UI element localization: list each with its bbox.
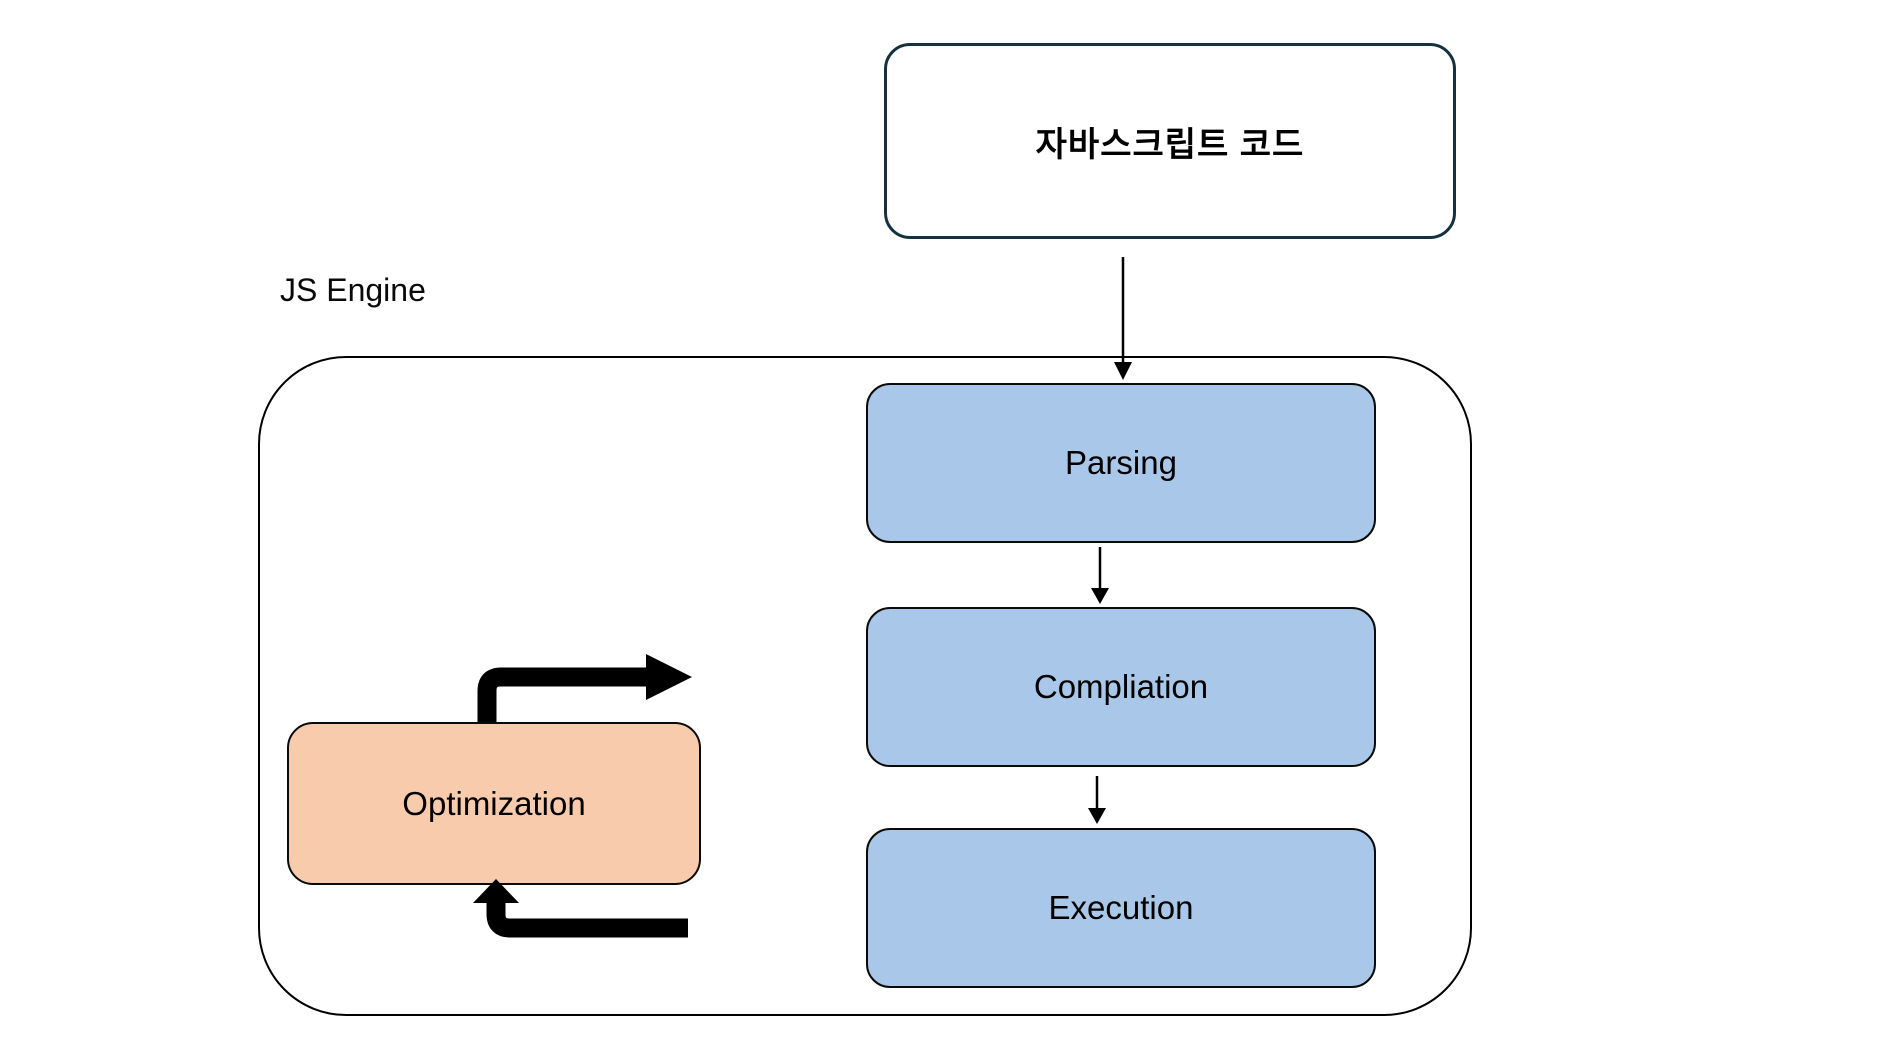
- parsing-label: Parsing: [1065, 444, 1177, 481]
- execution-box: Execution: [866, 828, 1376, 988]
- optimization-label: Optimization: [402, 784, 586, 822]
- execution-label: Execution: [1048, 889, 1194, 926]
- source-code-box: 자바스크립트 코드: [884, 43, 1456, 239]
- js-engine-label: JS Engine: [280, 272, 426, 308]
- source-code-label: 자바스크립트 코드: [1035, 125, 1305, 164]
- parsing-box: Parsing: [866, 383, 1376, 543]
- compliation-box: Compliation: [866, 607, 1376, 767]
- compliation-label: Compliation: [1033, 668, 1209, 705]
- optimization-box: Optimization: [287, 722, 701, 885]
